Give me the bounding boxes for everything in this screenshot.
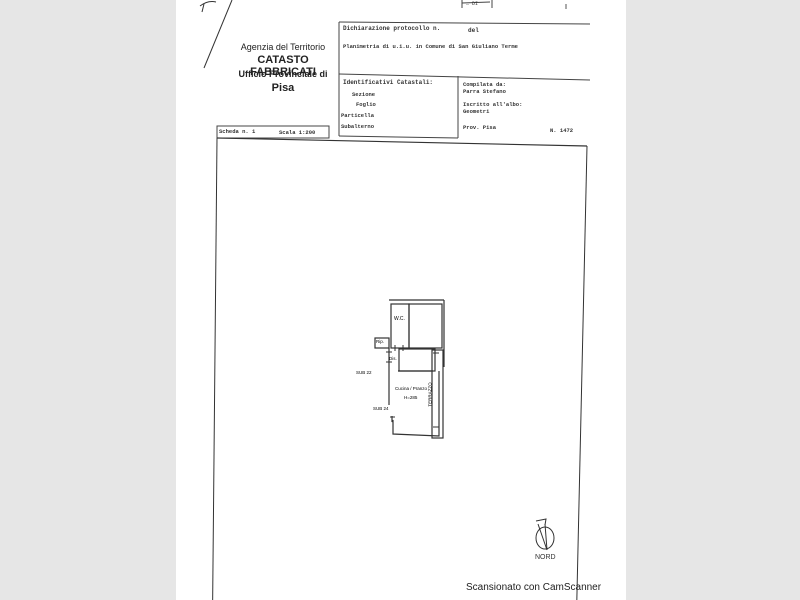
top-stamp: … DI — [466, 1, 479, 7]
label-sub24: SUB 24 — [373, 406, 389, 411]
protocol-label: Dichiarazione protocollo n. — [343, 25, 441, 32]
compilata-label: Compilata da: — [463, 81, 506, 88]
label-sub22: SUB 22 — [356, 370, 372, 375]
identifiers-title: Identificativi Catastali: — [343, 79, 434, 86]
agency-name: Agenzia del Territorio — [240, 42, 326, 52]
compass-icon — [536, 522, 554, 552]
registration-number: N. 1472 — [550, 127, 574, 134]
room-wc: W.C. — [394, 316, 405, 322]
room-rip: Rip. — [376, 339, 385, 344]
particella-label: Particella — [341, 112, 375, 119]
province-label: Prov. Pisa — [463, 124, 497, 131]
iscritto-label: Iscritto all'albo: — [463, 101, 523, 108]
catasto-title: CATASTO FABBRICATI — [250, 54, 316, 78]
camscanner-watermark: Scansionato con CamScanner — [466, 582, 602, 593]
del-label: del — [468, 27, 479, 34]
compilata-name: Parra Stefano — [463, 88, 506, 95]
room-terrazzo: TERRAZZO — [427, 382, 433, 407]
office-city: Pisa — [271, 82, 295, 94]
foglio-label: Foglio — [356, 101, 376, 108]
room-cucina: Cucina / Pranzo — [395, 386, 428, 391]
compass-north-label: NORD — [535, 554, 556, 561]
sezione-label: Sezione — [352, 91, 376, 98]
scale-label: Scala 1:200 — [279, 129, 316, 136]
office-label: Ufficio Provinciale di — [238, 69, 328, 79]
scheda-label: Scheda n. 1 — [219, 128, 256, 135]
room-height: H=285 — [404, 395, 418, 400]
subalterno-label: Subalterno — [341, 123, 375, 130]
planimetry-text: Planimetria di u.i.u. in Comune di San G… — [343, 43, 518, 50]
room-dis: Dis. — [389, 356, 397, 361]
iscritto-value: Geometri — [463, 108, 490, 115]
